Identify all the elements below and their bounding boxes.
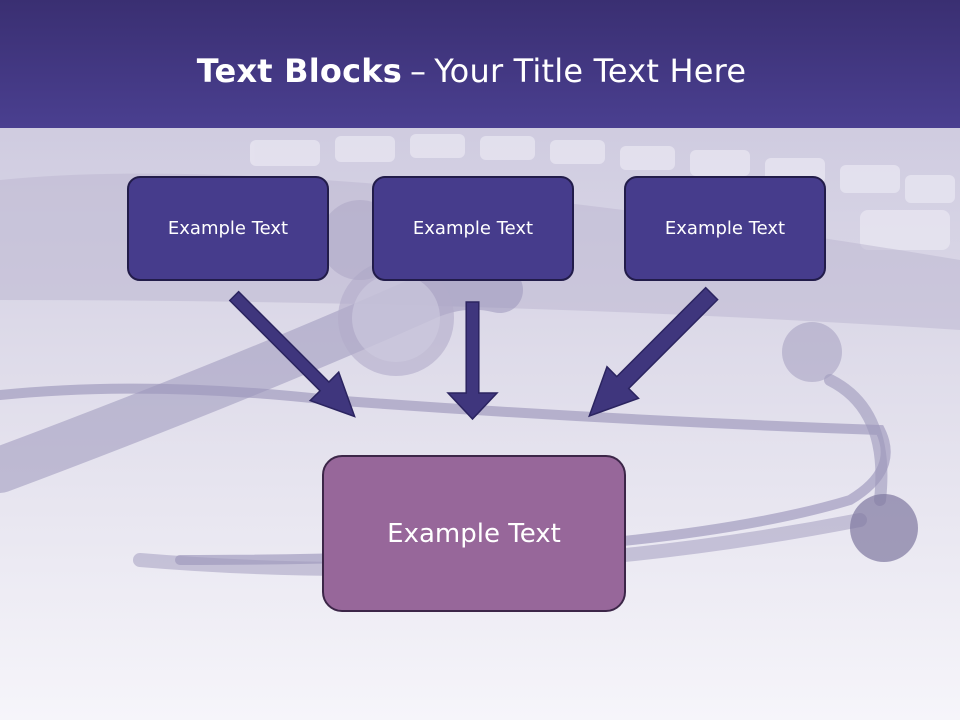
text-block-3: Example Text xyxy=(624,176,826,281)
title-bar xyxy=(0,0,960,128)
text-block-2: Example Text xyxy=(372,176,574,281)
slide-title: Text Blocks–Your Title Text Here xyxy=(0,52,943,90)
title-dash: – xyxy=(409,52,427,90)
result-block: Example Text xyxy=(322,455,626,612)
title-bold-part: Text Blocks xyxy=(196,52,402,90)
text-block-1: Example Text xyxy=(127,176,329,281)
title-text: Your Title Text Here xyxy=(434,52,747,90)
